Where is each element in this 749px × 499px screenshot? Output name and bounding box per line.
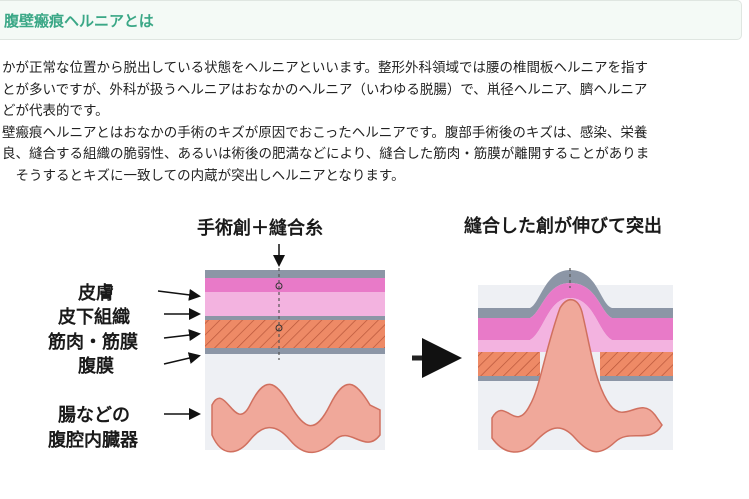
peritoneum-right-b — [600, 376, 673, 381]
article-line: 良、縫合する組織の脆弱性、あるいは術後の肥満などにより、縫合した筋肉・筋膜が離開… — [2, 146, 650, 162]
peritoneum-right-a — [478, 376, 540, 381]
section-header-bar: 腹壁瘢痕ヘルニアとは — [0, 0, 742, 40]
label-skin: 皮膚 — [78, 283, 114, 304]
suture-knot — [275, 282, 283, 290]
diagram-canvas — [157, 244, 673, 454]
intestine-left — [211, 383, 381, 454]
skin-surface-left — [205, 270, 385, 278]
muscle-layer-right-b — [600, 352, 673, 376]
skin-layer-left — [205, 278, 385, 292]
label-peritoneum: 腹膜 — [78, 356, 114, 377]
normal-wall-diagram — [157, 244, 385, 454]
skin-layer-right — [478, 283, 673, 340]
label-subcutaneous: 皮下組織 — [58, 307, 130, 328]
arrow-skin — [157, 288, 201, 301]
left-caption: 手術創＋縫合糸 — [197, 218, 323, 239]
peritoneum-layer-left — [205, 348, 385, 354]
label-muscle-fascia: 筋肉・筋膜 — [48, 332, 138, 353]
protruding-intestine — [491, 299, 663, 453]
muscle-layer-left — [205, 320, 385, 348]
label-organs-line2: 腹腔内臓器 — [48, 430, 138, 451]
article-line: とが多いですが、外科が扱うヘルニアはおなかのヘルニア（いわゆる脱腸）で、鼡径ヘル… — [2, 81, 648, 98]
hernia-illustration: 手術創＋縫合糸 縫合した創が伸びて突出 皮膚 皮下組織 筋肉・筋膜 腹膜 腸など… — [0, 200, 749, 499]
muscle-layer-right-a — [478, 352, 540, 376]
skin-surface-right — [478, 270, 673, 318]
article-line: どが代表的です。 — [2, 103, 109, 119]
suture-knot — [275, 324, 283, 332]
arrow-peritoneum — [163, 352, 201, 365]
section-title: 腹壁瘢痕ヘルニアとは — [4, 12, 154, 30]
label-organs-line1: 腸などの — [58, 405, 130, 426]
arrow-muscle — [163, 329, 201, 342]
article-line: そうするとキズに一致しての内蔵が突出しヘルニアとなります。 — [2, 167, 405, 184]
hernia-diagram — [478, 268, 673, 453]
fascia-line-left — [205, 316, 385, 320]
right-caption: 縫合した創が伸びて突出 — [464, 216, 662, 237]
article-body: かが正常な位置から脱出している状態をヘルニアといいます。整形外科領域では腰の椎間… — [0, 58, 749, 187]
article-line: 壁瘢痕ヘルニアとはおなかの手術のキズが原因でおこったヘルニアです。腹部手術後のキ… — [2, 124, 648, 141]
article-line: かが正常な位置から脱出している状態をヘルニアといいます。整形外科領域では腰の椎間… — [2, 60, 648, 76]
